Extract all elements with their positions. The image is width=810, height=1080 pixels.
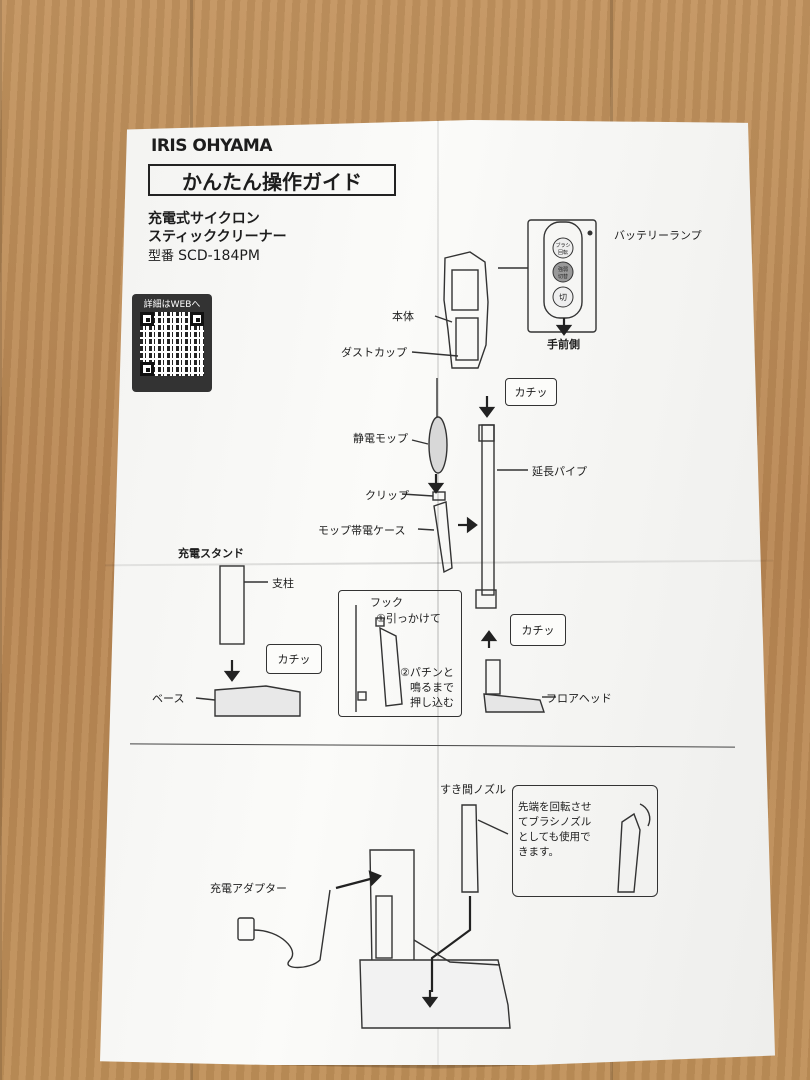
tip-text: 先端を回転させ てブラシノズル としても使用で きます。 — [518, 801, 592, 858]
post-label: 支柱 — [272, 577, 294, 590]
tip-box — [512, 785, 658, 897]
crevice-nozzle-label: すき間ノズル — [440, 783, 506, 796]
control-button-btn_mid-text: 強弱 — [558, 266, 568, 273]
qr-label: 詳細はWEBへ — [143, 300, 201, 310]
qr-code — [140, 312, 204, 376]
control-button-btn_off-text: 切 — [559, 293, 567, 302]
charging-adapter-label: 充電アダプター — [210, 882, 287, 895]
mop-case-label: モップ帯電ケース — [318, 524, 406, 537]
click-callout-2: カチッ — [266, 644, 322, 674]
step2-line2: 鳴るまで — [410, 681, 454, 694]
model-info: 型番 SCD-184PM — [148, 245, 260, 264]
click-callout-3: カチッ — [510, 614, 566, 646]
guide-title: かんたん操作ガイド — [148, 164, 396, 196]
body-label: 本体 — [392, 310, 414, 323]
extension-pipe-label: 延長パイプ — [532, 465, 587, 478]
hook-instruction-box — [338, 590, 462, 717]
step2-line3: 押し込む — [410, 696, 454, 709]
model-label: 型番 — [148, 249, 175, 264]
hook-label: フック — [370, 596, 403, 609]
control-button-btn_mid-text: 切替 — [558, 273, 568, 280]
battery-lamp-label: バッテリーランプ — [614, 229, 702, 242]
click-callout-1: カチッ — [505, 378, 557, 406]
front-side-label: 手前側 — [547, 338, 580, 351]
charging-stand-label: 充電スタンド — [178, 547, 244, 560]
product-name-line1: 充電式サイクロン — [148, 211, 260, 227]
dust-cup-label: ダストカップ — [341, 346, 407, 359]
floor-head-label: フロアヘッド — [546, 692, 612, 705]
control-button-btn_top-text: ブラシ — [556, 242, 571, 249]
clip-label: クリップ — [365, 489, 409, 502]
instruction-sheet — [100, 120, 775, 1065]
static-mop-label: 静電モップ — [353, 432, 408, 445]
brand-logo: IRIS OHYAMA — [151, 136, 273, 156]
qr-panel: 詳細はWEBへ — [132, 294, 212, 392]
model-number: SCD-184PM — [178, 248, 260, 264]
step2-line1: ②パチンと — [400, 666, 454, 679]
control-button-btn_top-text: 回転 — [558, 250, 568, 256]
step1-label: ①引っかけて — [376, 612, 441, 625]
fold-line-vertical — [437, 120, 439, 1065]
product-name-line2: スティッククリーナー — [148, 229, 287, 245]
base-label: ベース — [152, 692, 185, 705]
